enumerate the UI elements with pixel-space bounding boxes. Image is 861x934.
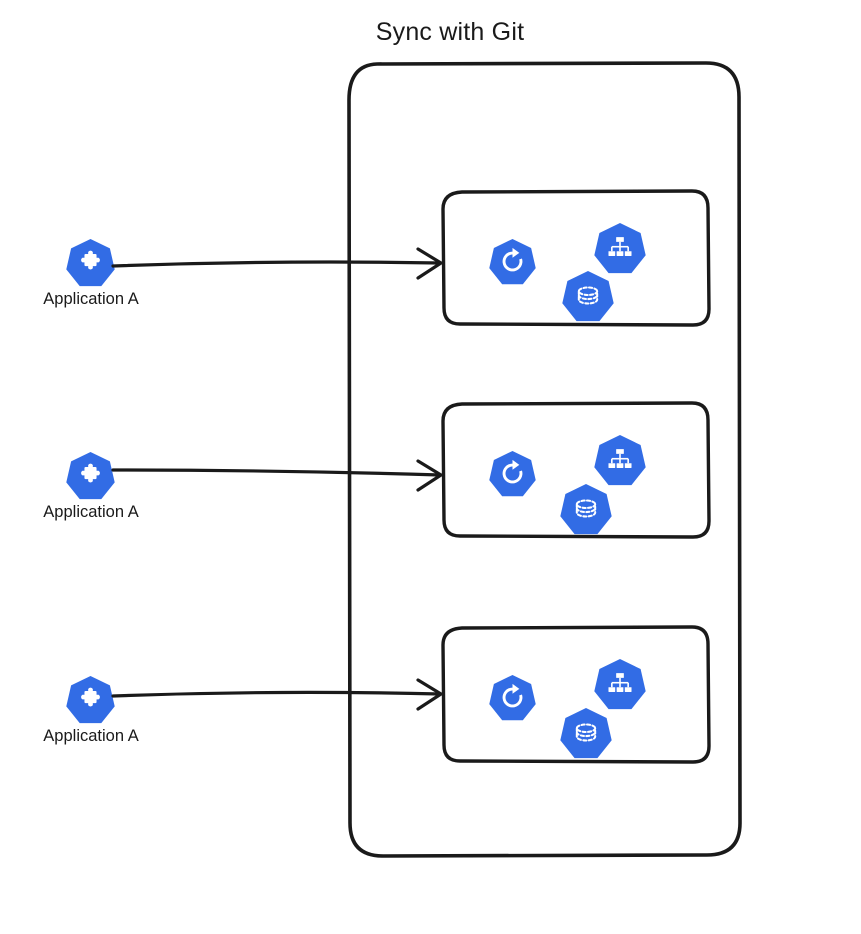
application-label-2: Application A: [43, 503, 139, 521]
sync-arrow-2: [111, 459, 443, 492]
application-label-1: Application A: [43, 290, 139, 308]
sync-with-git-container: [347, 61, 742, 858]
application-label-3: Application A: [43, 727, 139, 745]
resource-group-card-2: [441, 401, 711, 539]
application-icon-2: [66, 451, 115, 500]
sync-arrow-3: [111, 678, 443, 711]
application-icon-1: [66, 238, 115, 287]
resource-group-card-3: [441, 625, 711, 764]
application-icon-3: [66, 675, 115, 724]
sync-arrow-1: [111, 247, 443, 280]
resource-group-card-1: [441, 189, 711, 327]
diagram-title: Sync with Git: [375, 18, 525, 46]
